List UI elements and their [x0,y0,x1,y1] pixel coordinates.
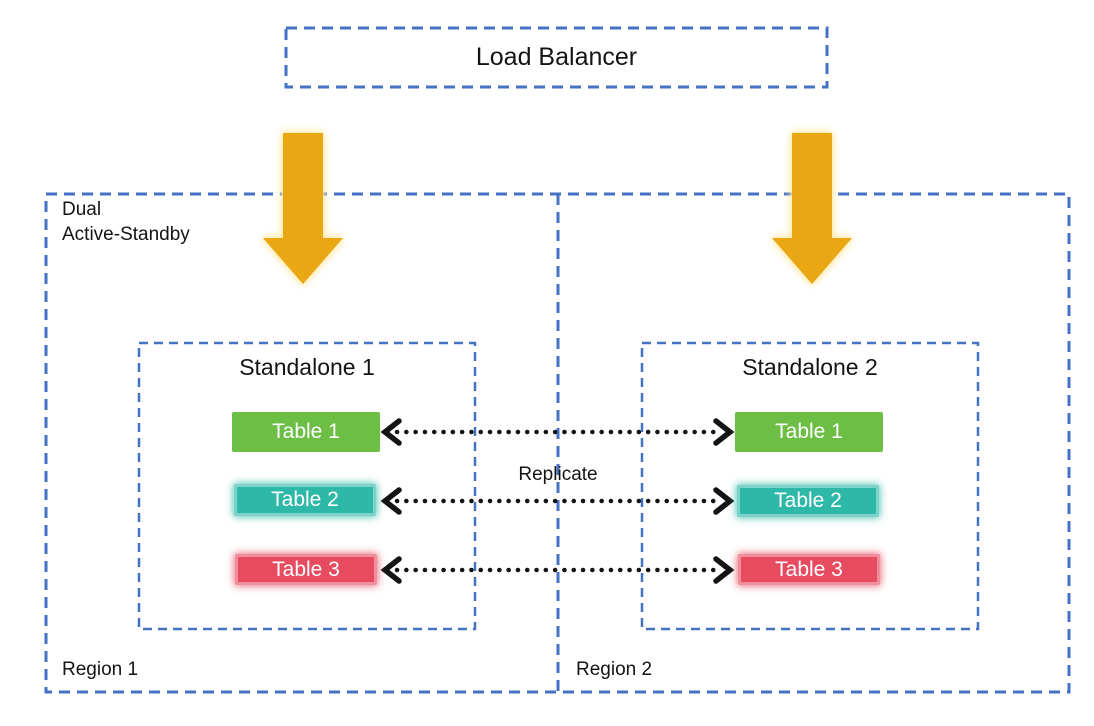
table-chip-s1-table2: Table 2 [234,484,376,516]
down-arrow-icon [772,133,852,284]
standalone-2-title: Standalone 2 [742,354,878,380]
region-2-label: Region 2 [576,659,653,680]
cluster-label-line1: Dual [62,199,102,220]
table-chip-s1-table3: Table 3 [235,554,377,585]
down-arrow-icon [263,133,343,284]
load-balancer-label: Load Balancer [475,43,638,71]
replication-arrow-table1 [380,418,735,446]
cluster-label: Dual Active-Standby [62,197,190,247]
standalone-1-title: Standalone 1 [239,354,375,380]
replication-arrow-table2 [380,487,735,515]
table-chip-s1-table1: Table 1 [232,412,380,452]
replication-arrow-table3 [380,556,735,584]
cluster-label-line2: Active-Standby [62,224,190,245]
region-1-label: Region 1 [62,659,139,680]
table-chip-s2-table2: Table 2 [737,485,879,517]
table-chip-s2-table1: Table 1 [735,412,883,452]
standalone-2-box [640,341,980,631]
load-balancer-box [284,26,829,89]
table-chip-s2-table3: Table 3 [738,554,880,585]
replicate-label: Replicate [518,464,598,485]
standalone-1-box [137,341,477,631]
